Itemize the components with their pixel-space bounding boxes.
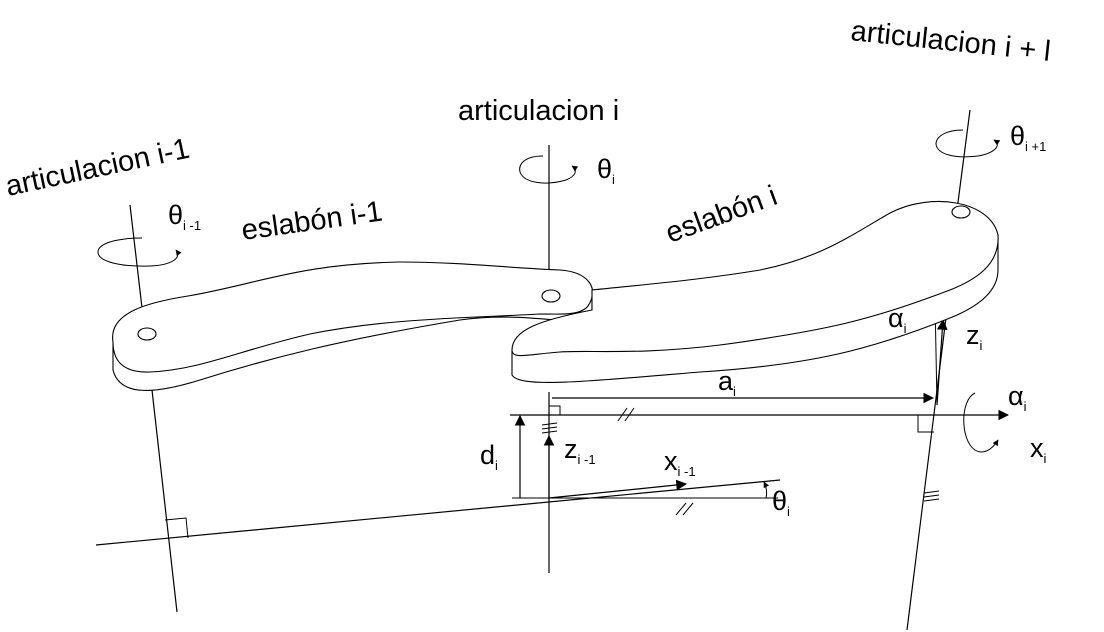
joint-axis-prev-lower — [151, 389, 178, 613]
parallel-tick-2 — [682, 502, 694, 516]
z-prev-tick-1 — [541, 422, 558, 426]
rotation-arrow-next — [935, 129, 1001, 158]
parallel-tick-3 — [617, 407, 628, 422]
theta-i-angle-arc — [763, 481, 770, 499]
a-i-label: ai — [718, 366, 736, 399]
joint-label-next: articulacion i + l — [849, 15, 1052, 68]
z-prev-tick-2 — [541, 426, 558, 430]
x-prev-label: xi -1 — [664, 446, 696, 479]
link-i — [511, 201, 999, 383]
z-prev-tick-3 — [541, 430, 558, 434]
joint-label-i: articulacion i — [458, 95, 619, 127]
joint-axis-prev-upper — [129, 204, 145, 326]
link-label-i: eslabón i — [661, 180, 781, 250]
d-i-label: di — [480, 440, 498, 473]
rotation-arrow-prev — [97, 237, 182, 267]
theta-i-angle-symbol: θi — [772, 486, 790, 519]
rotation-arrow-i — [519, 155, 579, 184]
z-i-tick-3 — [923, 498, 940, 502]
right-angle-marker-i — [549, 405, 561, 415]
alpha-i-rotation-symbol: αi — [1008, 381, 1027, 414]
joint-axis-next-upper — [956, 109, 971, 211]
x-prev-axis — [548, 479, 688, 499]
common-normal-prev — [95, 479, 781, 546]
right-angle-marker-prev — [164, 517, 189, 539]
alpha-rotation-arc — [963, 392, 999, 453]
joint-label-prev: articulacion i-1 — [3, 133, 193, 203]
z-i-axis — [936, 318, 948, 406]
parallel-tick-1 — [675, 502, 687, 516]
z-prev-label: zi -1 — [564, 434, 596, 467]
alpha-i-symbol: αi — [888, 303, 907, 336]
z-i-tick-2 — [923, 494, 940, 498]
x-i-label: xi — [1030, 433, 1047, 466]
theta-i-symbol: θi — [597, 154, 615, 187]
z-i-tick-1 — [923, 490, 940, 494]
theta-prev-symbol: θi -1 — [168, 200, 201, 233]
link-label-prev: eslabón i-1 — [240, 195, 385, 246]
theta-next-symbol: θi +1 — [1010, 121, 1046, 154]
z-i-label: zi — [966, 320, 983, 353]
right-angle-marker-next — [917, 415, 934, 433]
parallel-tick-4 — [624, 407, 635, 422]
